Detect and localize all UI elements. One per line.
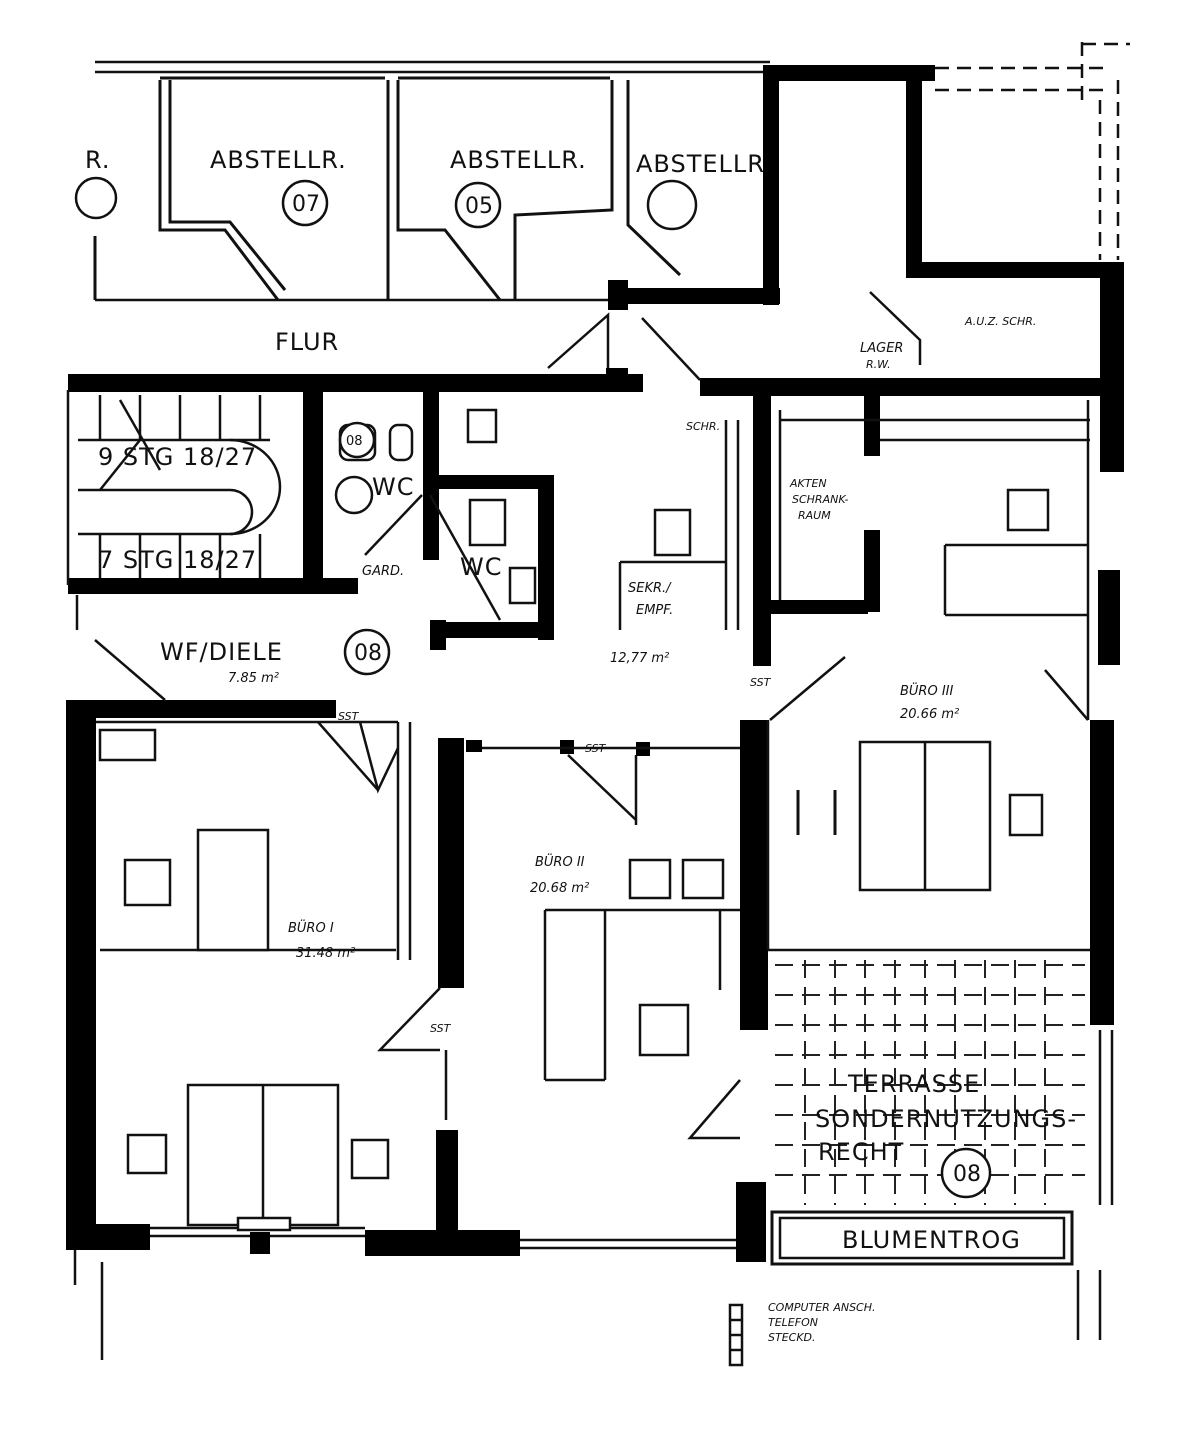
furniture xyxy=(98,408,1050,1254)
badge-wc xyxy=(338,421,376,459)
legend: COMPUTER ANSCH. TELEFON STECKD. xyxy=(728,1301,876,1367)
sekr-area: 12,77 m² xyxy=(610,651,669,666)
abstell-left-label: R. xyxy=(85,146,110,174)
door-tags: SST SST SST SST xyxy=(338,676,772,1035)
blumentrog-label: BLUMENTROG xyxy=(842,1226,1021,1254)
gard-label: GARD. xyxy=(362,564,404,579)
room-labels: R. ABSTELLR. ABSTELLR. ABSTELLR FLUR LAG… xyxy=(85,146,1077,1254)
buero1-label: BÜRO I xyxy=(288,919,334,936)
abstell-05-label: ABSTELLR. xyxy=(450,146,587,174)
storage-area xyxy=(93,60,770,302)
badge-wc-text: 08 xyxy=(346,434,363,449)
badge-07 xyxy=(281,179,329,227)
akten-label-3: RAUM xyxy=(798,509,831,522)
room-badges: 07 05 08 08 08 xyxy=(74,176,992,1199)
flur-label: FLUR xyxy=(275,328,339,356)
diele-area: 7.85 m² xyxy=(228,671,279,686)
buero3-label: BÜRO III xyxy=(900,682,953,699)
lager-label: LAGER xyxy=(860,341,903,356)
door-tag-buero3: SST xyxy=(750,676,772,689)
badge-07-text: 07 xyxy=(292,192,320,217)
terrace-tiles xyxy=(770,960,1085,1266)
sekr-label-2: EMPF. xyxy=(636,603,673,618)
schr-label: SCHR. xyxy=(686,420,720,433)
door-tag-diele: SST xyxy=(338,710,360,723)
stairs xyxy=(78,395,282,578)
badge-terrasse-text: 08 xyxy=(953,1162,981,1187)
badge-05 xyxy=(454,181,502,229)
stair-lower-label: 7 STG 18/27 xyxy=(98,546,257,574)
diele-label: WF/DIELE xyxy=(160,638,283,666)
abstell-07-label: ABSTELLR. xyxy=(210,146,347,174)
abstell-right-label: ABSTELLR xyxy=(636,150,765,178)
badge-diele xyxy=(343,628,391,676)
terrasse-label-3: RECHT xyxy=(818,1138,904,1166)
doors xyxy=(317,291,1089,1140)
buero2-area: 20.68 m² xyxy=(530,881,589,896)
lager-note-label: A.U.Z. SCHR. xyxy=(964,315,1036,328)
lager-sub-label: R.W. xyxy=(866,358,891,371)
door-tag-buero1: SST xyxy=(430,1022,452,1035)
badge-partial xyxy=(74,176,118,220)
badge-diele-text: 08 xyxy=(354,641,382,666)
door-tag-buero2: SST xyxy=(585,742,607,755)
terrasse-label-2: SONDERNUTZUNGS- xyxy=(815,1105,1077,1133)
terrasse-label: TERRASSE xyxy=(847,1070,980,1098)
badge-empty xyxy=(646,179,698,231)
legend-steckd: STECKD. xyxy=(768,1331,816,1344)
sekr-label: SEKR./ xyxy=(628,581,672,596)
dashed-outline xyxy=(935,42,1130,260)
akten-label-2: SCHRANK- xyxy=(792,493,848,506)
walls xyxy=(66,65,1124,1262)
wc1-label: WC xyxy=(372,473,415,501)
legend-computer: COMPUTER ANSCH. xyxy=(768,1301,876,1314)
buero2-label: BÜRO II xyxy=(535,853,585,870)
legend-telefon: TELEFON xyxy=(768,1316,818,1329)
buero3-area: 20.66 m² xyxy=(900,707,959,722)
wc2-label: WC xyxy=(460,553,503,581)
stair-upper-label: 9 STG 18/27 xyxy=(98,443,257,471)
badge-05-text: 05 xyxy=(465,194,493,219)
badge-terrasse xyxy=(940,1147,992,1199)
buero1-area: 31.48 m² xyxy=(296,946,355,961)
akten-label: AKTEN xyxy=(789,477,827,490)
